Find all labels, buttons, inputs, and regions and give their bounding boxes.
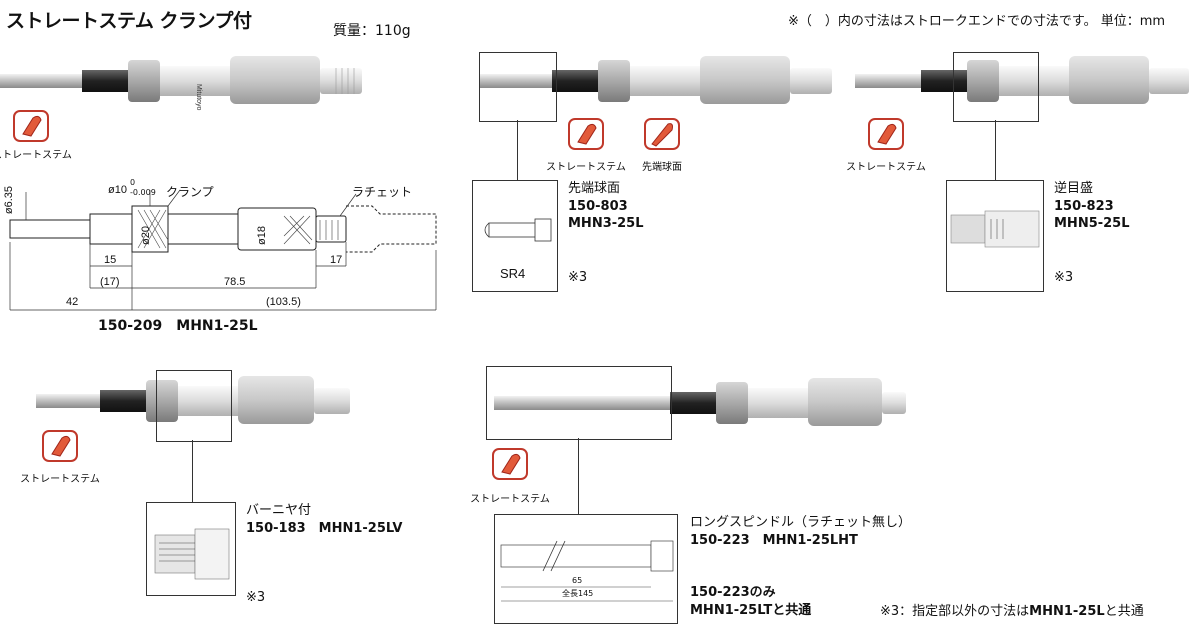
variant-803-note: ※3 xyxy=(568,270,588,285)
variant-223-sub1: 150-223のみ xyxy=(690,585,776,600)
micrometer-photo-main: Mitutoyo xyxy=(0,56,362,111)
dim-17b: 17 xyxy=(330,254,343,266)
straight-stem-icon xyxy=(42,430,78,462)
micrometer-photo-183 xyxy=(36,376,350,424)
highlight-box-803 xyxy=(479,52,557,122)
dim-tol-lower: -0.009 xyxy=(130,188,156,197)
dim-clamp-label: クランプ xyxy=(166,185,214,199)
straight-stem-icon xyxy=(13,110,49,142)
straight-stem-caption: ストレートステム xyxy=(20,474,100,485)
variant-223-label: ロングスピンドル（ラチェット無し） xyxy=(690,515,912,530)
leader-803 xyxy=(517,120,518,180)
sr4-label: SR4 xyxy=(500,266,526,281)
dim-ratchet-label: ラチェット xyxy=(352,185,413,199)
straight-stem-caption: ストレートステム xyxy=(546,162,626,173)
leader-823 xyxy=(995,120,996,180)
leader-223 xyxy=(578,438,579,514)
straight-stem-icon xyxy=(492,448,528,480)
dim-15: 15 xyxy=(104,254,117,266)
variant-183-code: 150-183 MHN1-25LV xyxy=(246,521,403,536)
variant-823-code2: MHN5-25L xyxy=(1054,216,1130,231)
leader-183 xyxy=(192,440,193,502)
highlight-box-183 xyxy=(156,370,232,442)
dim-17a: (17) xyxy=(100,276,120,288)
footnote-prefix: ※3：指定部以外の寸法は xyxy=(880,604,1030,619)
dim-42: 42 xyxy=(66,296,79,308)
detail-box-223 xyxy=(494,514,678,624)
dim-1035: (103.5) xyxy=(266,296,301,308)
highlight-box-223 xyxy=(486,366,672,440)
variant-223-sub2: MHN1-25LTと共通 xyxy=(690,603,812,618)
variant-823-label: 逆目盛 xyxy=(1054,181,1094,196)
dimension-drawing-main xyxy=(9,189,437,311)
dim-65: 65 xyxy=(572,576,583,585)
dim-phi20: ø20 xyxy=(140,226,152,245)
micrometer-photo-823 xyxy=(855,56,1189,104)
straight-stem-icon xyxy=(868,118,904,150)
dim-total145: 全長145 xyxy=(562,589,594,598)
page-title: ストレートステム クランプ付 xyxy=(6,10,252,32)
micrometer-photo-803 xyxy=(480,56,832,104)
highlight-box-823 xyxy=(953,52,1039,122)
dim-phi10: ø10 xyxy=(108,184,127,196)
footnote: ※3：指定部以外の寸法はMHN1-25Lと共通 xyxy=(880,600,1144,619)
variant-803-code1: 150-803 xyxy=(568,199,628,214)
detail-box-803 xyxy=(472,180,558,292)
footnote-model: MHN1-25L xyxy=(1029,604,1105,619)
detail-box-823 xyxy=(946,180,1044,292)
straight-stem-caption: ストレートステム xyxy=(470,494,550,505)
variant-803-code2: MHN3-25L xyxy=(568,216,644,231)
mass-label: 質量：110g xyxy=(333,23,411,39)
variant-183-label: バーニヤ付 xyxy=(246,503,312,518)
dim-phi18: ø18 xyxy=(256,226,268,245)
variant-823-code1: 150-823 xyxy=(1054,199,1114,214)
main-model: 150-209 MHN1-25L xyxy=(98,318,258,334)
dim-785: 78.5 xyxy=(224,276,246,288)
footnote-suffix: と共通 xyxy=(1104,604,1144,619)
straight-stem-caption: ストレートステム xyxy=(846,162,926,173)
unit-note: ※（ ）内の寸法はストロークエンドでの寸法です。 単位：mm xyxy=(788,14,1166,29)
variant-803-label: 先端球面 xyxy=(568,181,621,196)
dim-phi635: ø6.35 xyxy=(3,186,15,215)
tip-ball-icon xyxy=(644,118,680,150)
detail-box-183 xyxy=(146,502,236,596)
brand-text: Mitutoyo xyxy=(195,84,202,111)
variant-823-note: ※3 xyxy=(1054,270,1074,285)
micrometer-photo-223 xyxy=(494,378,906,426)
straight-stem-icon xyxy=(568,118,604,150)
variant-183-note: ※3 xyxy=(246,590,266,605)
straight-stem-caption: ストレートステム xyxy=(0,150,72,161)
dim-tol-upper: 0 xyxy=(130,178,136,187)
variant-223-code: 150-223 MHN1-25LHT xyxy=(690,533,858,548)
tip-ball-caption: 先端球面 xyxy=(642,162,682,173)
